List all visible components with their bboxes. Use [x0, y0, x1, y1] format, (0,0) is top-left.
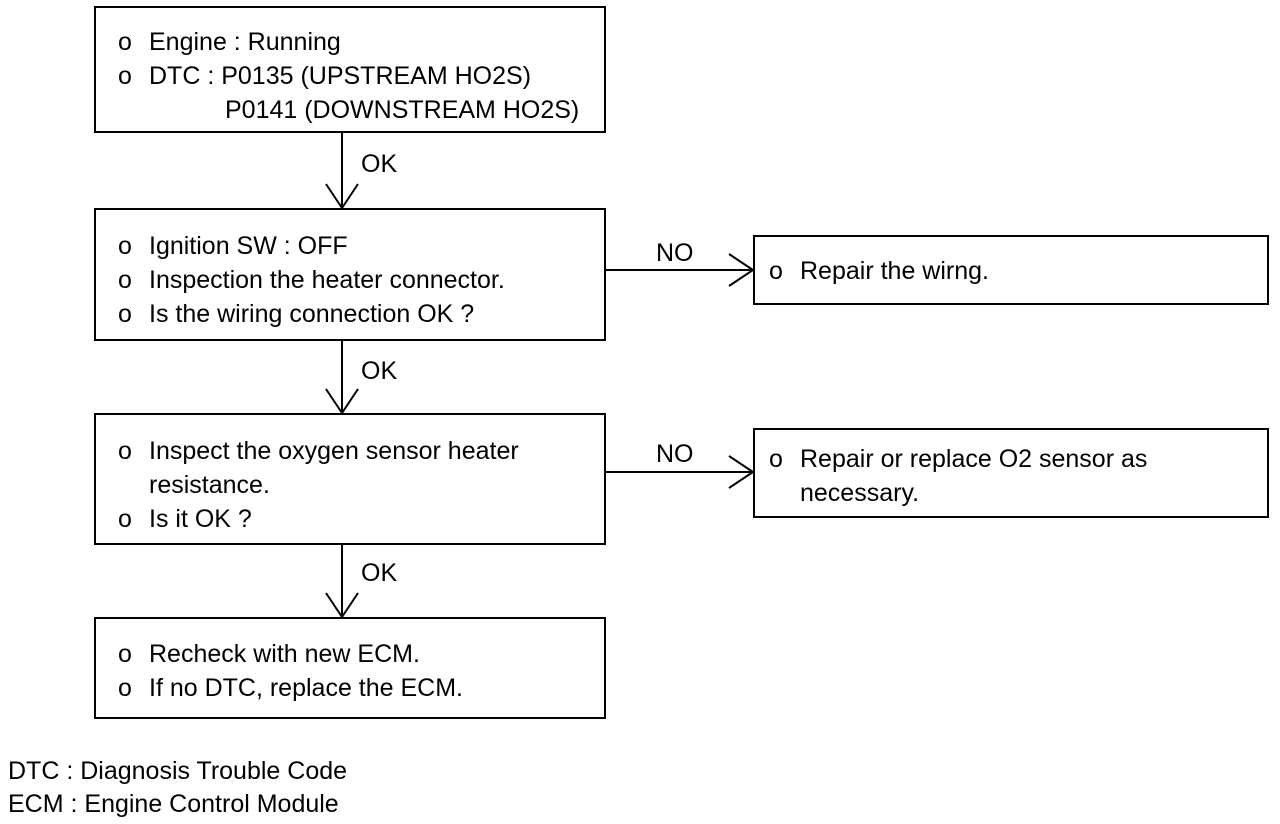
ok-label-2: OK: [361, 357, 398, 385]
bullet-marker: o: [769, 445, 783, 473]
repair-sensor-line-2: necessary.: [800, 479, 920, 507]
bullet-marker: o: [118, 437, 132, 465]
start-condition-box: o Engine : Running o DTC : P0135 (UPSTRE…: [94, 6, 606, 133]
ok-label-1: OK: [361, 150, 398, 178]
heater-line-3: o Is it OK ?: [118, 502, 519, 536]
legend-ecm: ECM : Engine Control Module: [8, 790, 339, 818]
ecm-recheck-box: o Recheck with new ECM. o If no DTC, rep…: [94, 617, 606, 719]
repair-sensor-box: o Repair or replace O2 sensor as necessa…: [753, 428, 1269, 518]
no-label-1: NO: [656, 239, 694, 267]
bullet-marker: o: [118, 674, 132, 702]
legend-dtc: DTC : Diagnosis Trouble Code: [8, 757, 348, 785]
wiring-line-2: o Inspection the heater connector.: [118, 263, 505, 297]
wiring-line-1: o Ignition SW : OFF: [118, 229, 505, 263]
start-line-1: o Engine : Running: [118, 25, 579, 59]
wiring-check-box: o Ignition SW : OFF o Inspection the hea…: [94, 208, 606, 341]
wiring-line-3: o Is the wiring connection OK ?: [118, 297, 505, 331]
bullet-marker: o: [118, 266, 132, 294]
bullet-marker: o: [118, 300, 132, 328]
repair-wiring-line-1: o Repair the wirng.: [769, 254, 989, 288]
start-line-3: P0141 (DOWNSTREAM HO2S): [225, 96, 580, 124]
ecm-line-1: o Recheck with new ECM.: [118, 637, 463, 671]
heater-line-2: resistance.: [149, 471, 270, 499]
bullet-marker: o: [118, 505, 132, 533]
heater-line-1: o Inspect the oxygen sensor heater: [118, 434, 519, 468]
bullet-marker: o: [769, 257, 783, 285]
repair-sensor-line-1: o Repair or replace O2 sensor as: [769, 442, 1147, 476]
bullet-marker: o: [118, 28, 132, 56]
ok-label-3: OK: [361, 559, 398, 587]
heater-check-box: o Inspect the oxygen sensor heater resis…: [94, 413, 606, 545]
repair-wiring-box: o Repair the wirng.: [753, 235, 1269, 305]
start-line-2: o DTC : P0135 (UPSTREAM HO2S): [118, 59, 579, 93]
ecm-line-2: o If no DTC, replace the ECM.: [118, 671, 463, 705]
no-label-2: NO: [656, 440, 694, 468]
bullet-marker: o: [118, 640, 132, 668]
bullet-marker: o: [118, 62, 132, 90]
bullet-marker: o: [118, 232, 132, 260]
